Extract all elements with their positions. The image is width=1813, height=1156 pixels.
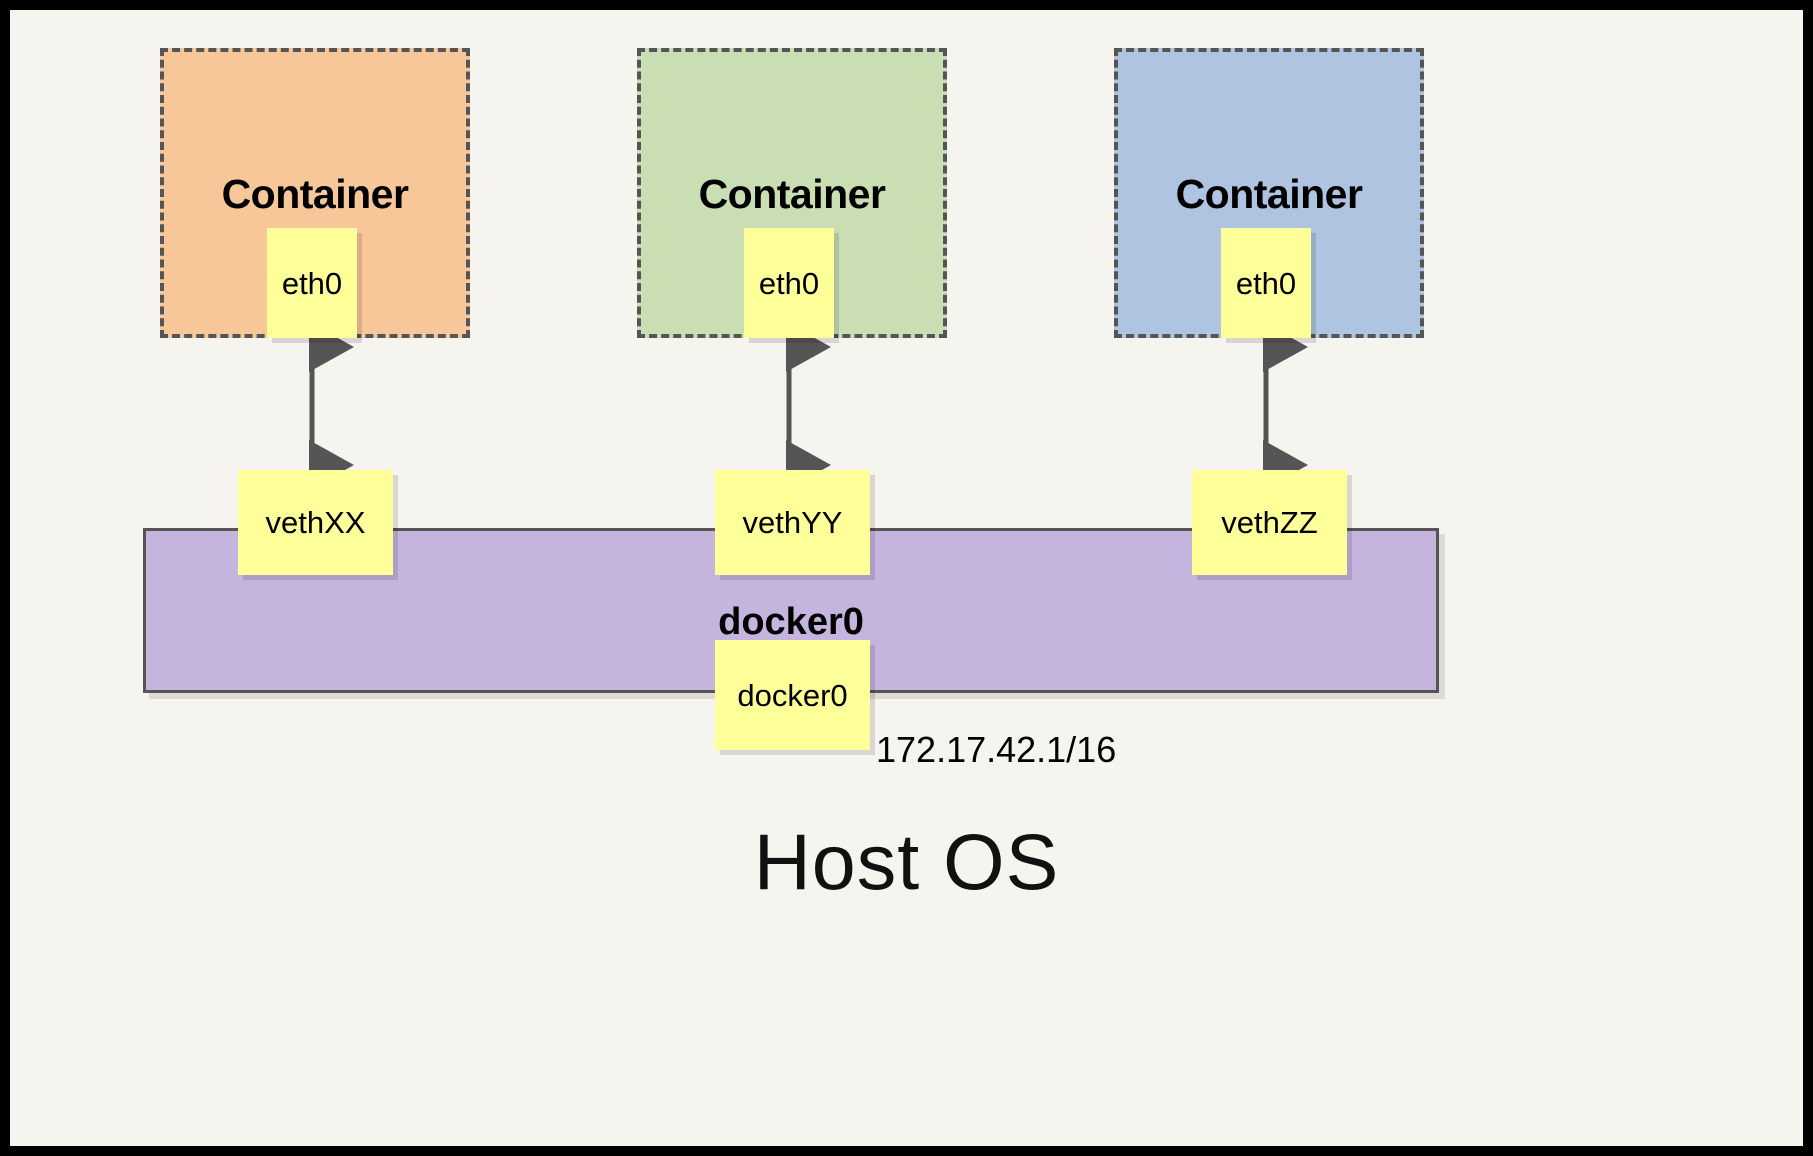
veth-note-label-1: vethXX xyxy=(265,505,366,540)
container-title-3: Container xyxy=(1175,171,1363,217)
docker0-bridge-label: docker0 xyxy=(718,601,864,643)
eth0-note-3: eth0 xyxy=(1221,228,1311,338)
docker0-note-label: docker0 xyxy=(737,677,848,713)
eth0-note-1: eth0 xyxy=(267,228,357,338)
veth-note-3: vethZZ xyxy=(1192,470,1347,575)
veth-note-label-3: vethZZ xyxy=(1221,505,1318,540)
eth0-note-label-2: eth0 xyxy=(758,265,820,301)
veth-note-2: vethYY xyxy=(715,470,870,575)
diagram-frame: Container eth0 Container eth0 Container … xyxy=(10,10,1803,1146)
veth-note-1: vethXX xyxy=(238,470,393,575)
eth0-note-label-1: eth0 xyxy=(281,265,343,301)
docker0-ip-address: 172.17.42.1/16 xyxy=(876,729,1117,770)
eth0-note-label-3: eth0 xyxy=(1235,265,1297,301)
diagram-canvas: Container eth0 Container eth0 Container … xyxy=(10,10,1803,1146)
container-title-2: Container xyxy=(698,171,886,217)
docker0-note: docker0 xyxy=(715,640,870,750)
host-os-label: Host OS xyxy=(753,817,1060,906)
eth0-note-2: eth0 xyxy=(744,228,834,338)
container-title-1: Container xyxy=(221,171,409,217)
veth-note-label-2: vethYY xyxy=(742,505,843,540)
